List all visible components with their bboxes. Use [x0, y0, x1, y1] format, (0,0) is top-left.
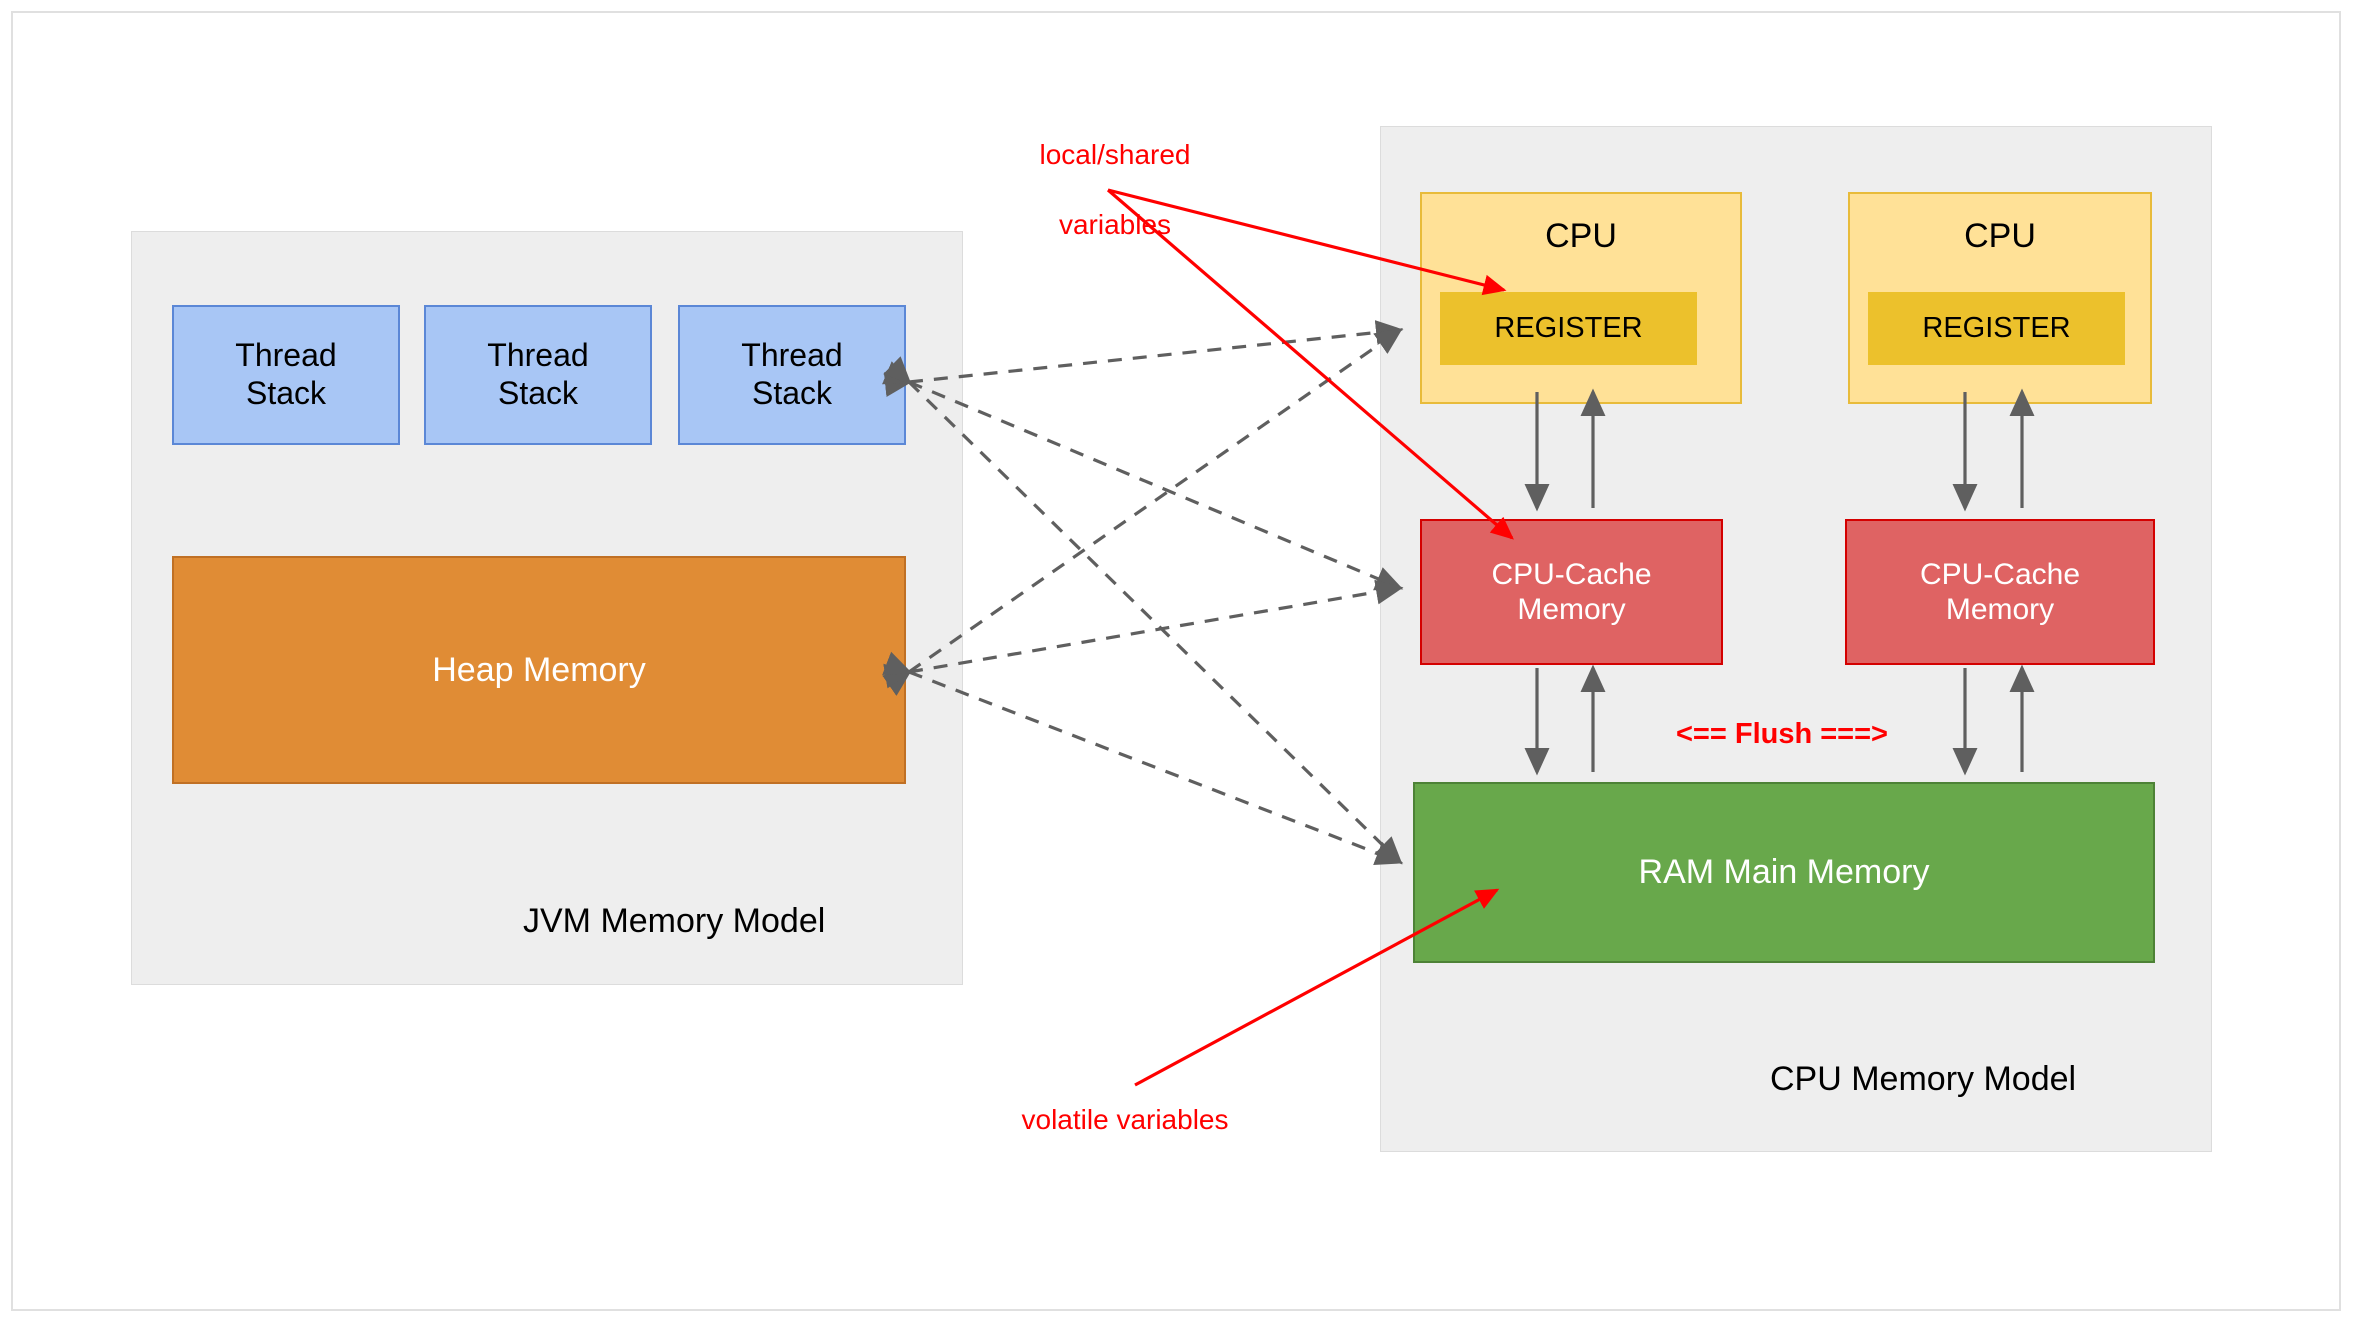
cpu-cache-memory-label-2: CPU-Cache Memory [1919, 557, 2081, 626]
register-box-2[interactable]: REGISTER [1868, 292, 2125, 365]
heap-memory-box[interactable]: Heap Memory [172, 556, 906, 784]
ram-main-memory-box[interactable]: RAM Main Memory [1413, 782, 2155, 963]
cpu-cache-memory-box-2[interactable]: CPU-Cache Memory [1845, 519, 2155, 665]
register-box-1[interactable]: REGISTER [1440, 292, 1697, 365]
volatile-variables-annotation: volatile variables [1021, 1104, 1229, 1135]
jvm-memory-model-label: JVM Memory Model [523, 902, 826, 940]
heap-memory-label: Heap Memory [432, 650, 646, 689]
thread-stack-box-1[interactable]: Thread Stack [172, 305, 400, 445]
cpu-label-1: CPU [1545, 217, 1617, 255]
cpu-cache-memory-label-1: CPU-Cache Memory [1491, 557, 1652, 626]
register-label-2: REGISTER [1922, 312, 2071, 345]
thread-stack-box-3[interactable]: Thread Stack [678, 305, 906, 445]
local-shared-variables-annotation: local/shared variables [1039, 139, 1191, 240]
thread-stack-label-3: Thread Stack [741, 337, 843, 411]
ram-main-memory-label: RAM Main Memory [1638, 853, 1930, 892]
cpu-label-2: CPU [1964, 217, 2036, 255]
thread-stack-label-1: Thread Stack [235, 337, 337, 411]
flush-label: <== Flush ===> [1676, 718, 1888, 750]
register-label-1: REGISTER [1494, 312, 1643, 345]
thread-stack-box-2[interactable]: Thread Stack [424, 305, 652, 445]
cpu-memory-model-label: CPU Memory Model [1770, 1060, 2077, 1098]
thread-stack-label-2: Thread Stack [487, 337, 589, 411]
cpu-cache-memory-box-1[interactable]: CPU-Cache Memory [1420, 519, 1723, 665]
